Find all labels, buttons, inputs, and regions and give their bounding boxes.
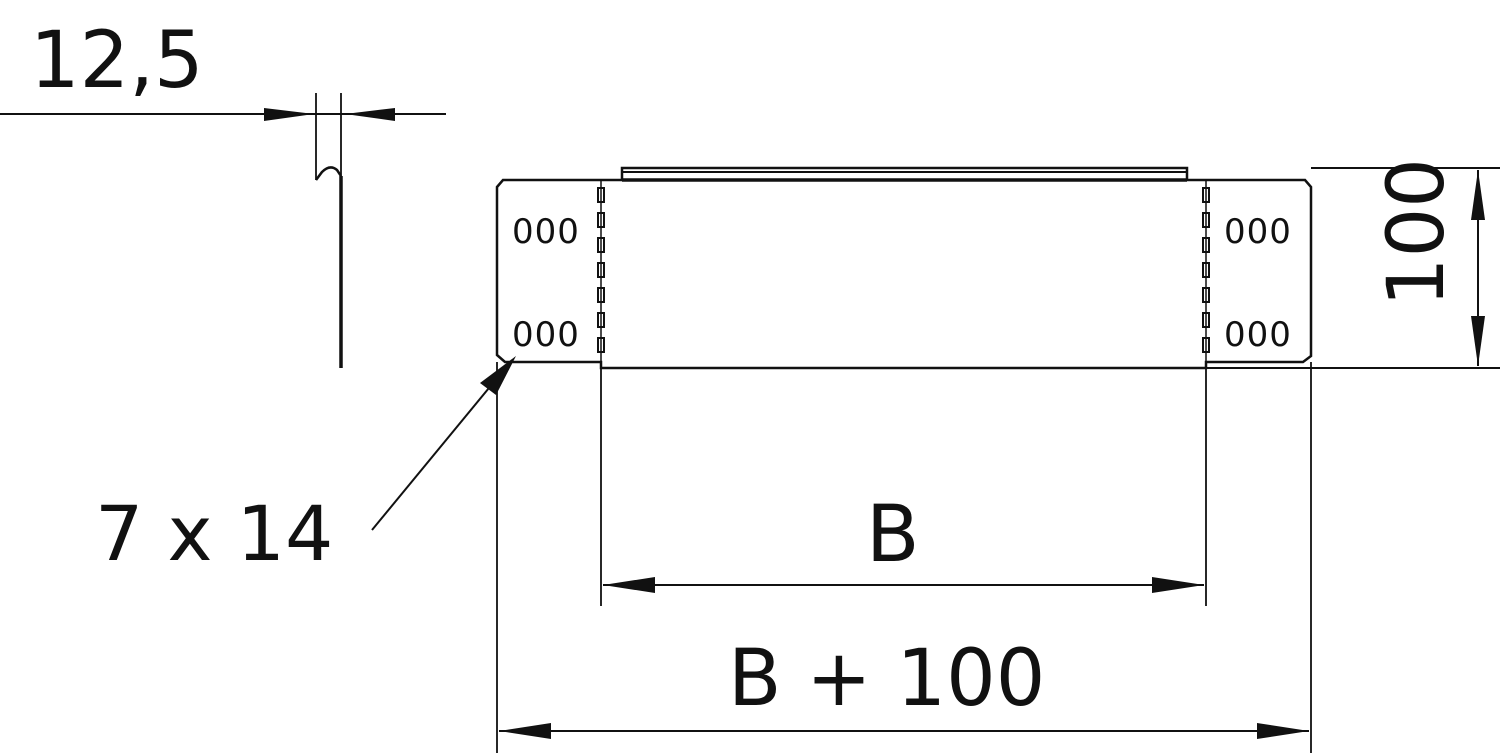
outer-width-dimension: [499, 723, 1309, 739]
extension-lines: [496, 362, 1312, 753]
holes-left-top: 000: [512, 212, 580, 252]
thickness-label: 12,5: [30, 16, 204, 106]
side-profile: [0, 93, 446, 368]
height-label: 100: [1372, 158, 1462, 307]
holes-left-bottom: 000: [512, 315, 580, 355]
height-dimension: [1206, 167, 1500, 369]
inner-width-label: B: [866, 490, 920, 580]
hole-size-label: 7 x 14: [95, 489, 334, 578]
inner-width-dimension: [603, 577, 1204, 593]
slot-column-left: [597, 187, 605, 353]
holes-right-bottom: 000: [1224, 315, 1292, 355]
hole-leader: [371, 356, 516, 531]
outer-width-label: B + 100: [728, 634, 1046, 724]
plate-outline: [495, 166, 1313, 370]
holes-right-top: 000: [1224, 212, 1292, 252]
slot-column-right: [1202, 187, 1210, 353]
